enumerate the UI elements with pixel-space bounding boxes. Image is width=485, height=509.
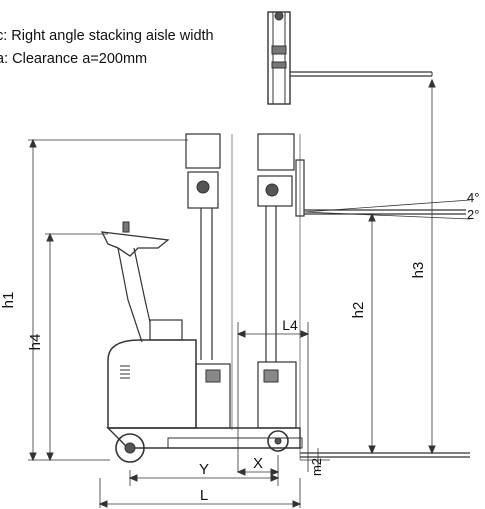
- dimension-h1: [28, 138, 188, 462]
- label-tilt-up: 4°: [467, 190, 479, 205]
- lowered-fork: [300, 452, 470, 458]
- legend-aisle-width: c: Right angle stacking aisle width: [0, 28, 214, 44]
- dimension-x: [236, 468, 280, 476]
- front-mast: [257, 133, 305, 460]
- dimension-h3: [428, 78, 436, 455]
- raised-fork: [303, 199, 471, 220]
- label-h3: h3: [410, 262, 427, 279]
- dimension-l: [98, 478, 302, 508]
- label-h1: h1: [0, 292, 17, 309]
- legend-clearance: a: Clearance a=200mm: [0, 51, 148, 67]
- label-tilt-down: 2°: [467, 207, 479, 222]
- truck-body: [107, 319, 231, 429]
- chassis-legs: [106, 427, 303, 463]
- label-l: L: [200, 487, 208, 504]
- dimension-y: [128, 455, 280, 486]
- label-l4: L4: [282, 317, 298, 333]
- dimension-m2: [300, 448, 330, 470]
- dimension-h4: [45, 232, 108, 462]
- dimension-h2: [368, 212, 376, 455]
- label-x: X: [253, 455, 263, 472]
- label-y: Y: [199, 461, 209, 478]
- dimension-l4: [236, 322, 310, 472]
- top-view-mast: [267, 11, 433, 105]
- label-h2: h2: [350, 302, 367, 319]
- tiller-handle: [100, 221, 170, 343]
- rear-mast: [185, 133, 233, 430]
- label-m2: m2: [309, 458, 324, 476]
- label-h4: h4: [27, 334, 44, 351]
